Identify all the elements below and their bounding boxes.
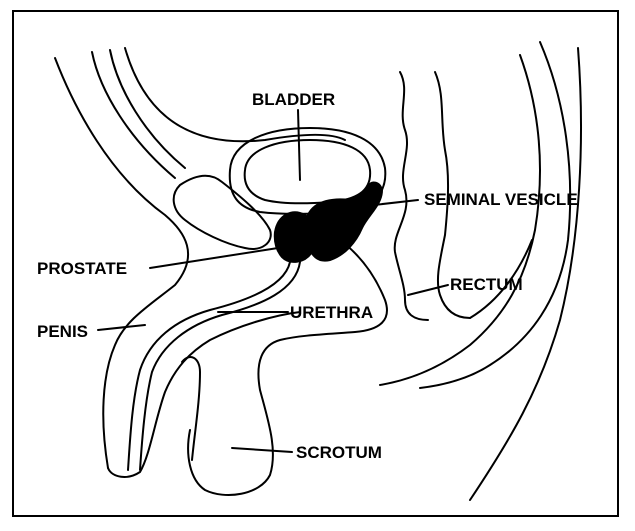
prostate-label: PROSTATE	[37, 259, 127, 278]
scrotum-leader	[232, 448, 292, 452]
penis-contour	[108, 312, 300, 477]
back-outer	[470, 48, 581, 500]
bladder-leader	[298, 110, 300, 180]
rectum-wall-left	[395, 72, 428, 320]
seminal-vesicle-shape	[307, 183, 382, 261]
rectum-leader	[408, 285, 448, 295]
prostate-leader	[150, 248, 278, 268]
bladder-inner	[245, 140, 370, 203]
urethra-label: URETHRA	[290, 303, 373, 322]
scrotum-lobe	[182, 357, 200, 460]
pubic-bone	[174, 176, 271, 249]
bladder-label: BLADDER	[252, 90, 335, 109]
back-contour-2	[420, 42, 570, 388]
penis-leader	[98, 325, 145, 330]
penis-label: PENIS	[37, 322, 88, 341]
rectum-label: RECTUM	[450, 275, 523, 294]
scrotum-label: SCROTUM	[296, 443, 382, 462]
seminal-vesicle-label: SEMINAL VESICLE	[424, 190, 578, 209]
